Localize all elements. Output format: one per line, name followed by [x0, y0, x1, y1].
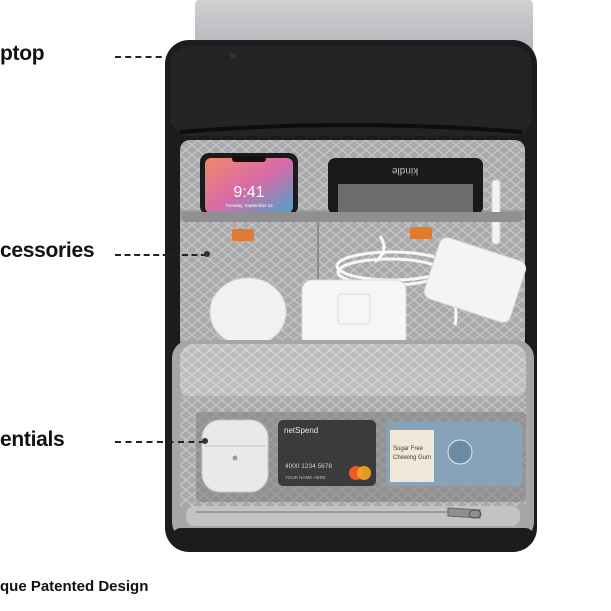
ereader-brand: kindle [392, 165, 419, 176]
callout-laptop: ptop [0, 42, 45, 65]
callout-essentials: entials [0, 428, 65, 451]
leader-dot [202, 438, 208, 444]
card-name: YOUR NAME HERE [285, 475, 326, 480]
mouse [209, 277, 287, 347]
phone-date: Tuesday, September 12 [225, 203, 273, 208]
charger-brick [423, 237, 527, 323]
leader-dot [230, 53, 236, 59]
leader-line-accessories [115, 254, 207, 256]
phone: 9:41 Tuesday, September 12 [200, 153, 298, 215]
leader-line-laptop [115, 56, 233, 58]
callout-accessories: cessories [0, 239, 95, 262]
leader-dot [204, 251, 210, 257]
ereader: kindle [328, 158, 483, 214]
card-brand: netSpend [284, 426, 318, 435]
card-number: 4000 1234 5678 [285, 463, 332, 470]
orange-tab [410, 227, 432, 239]
gum-line-2: Chewing Gum [393, 455, 431, 461]
phone-time: 9:41 [233, 184, 264, 201]
zipper-pull [447, 507, 481, 519]
laptop [195, 0, 533, 52]
footer-caption: que Patented Design [0, 578, 149, 595]
gum-pack: Sugar Free Chewing Gum [386, 422, 522, 486]
earbuds-case [201, 419, 269, 493]
gum-line-1: Sugar Free [393, 446, 424, 452]
credit-card: netSpend 4000 1234 5678 YOUR NAME HERE [278, 420, 376, 486]
power-adapter [301, 279, 407, 349]
leader-line-essentials [115, 441, 205, 443]
orange-tab [232, 229, 254, 241]
